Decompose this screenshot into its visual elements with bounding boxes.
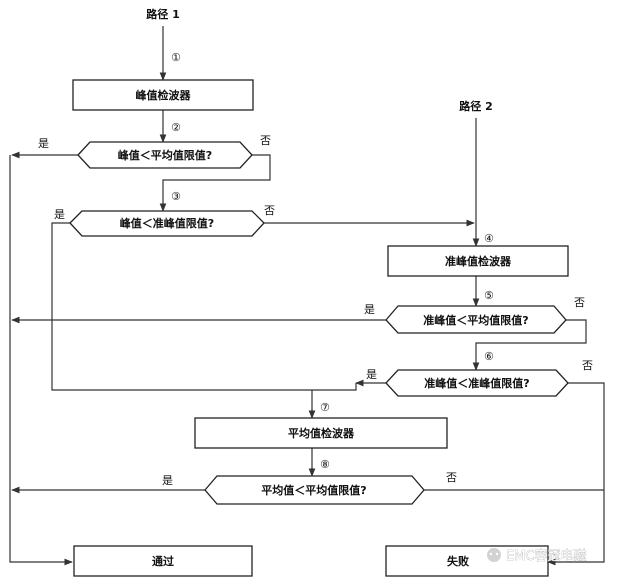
flow-line xyxy=(9,155,73,566)
path-1-label: 路径 1 xyxy=(146,7,179,21)
decision-label: 准峰值＜准峰值限值? xyxy=(424,376,529,390)
qp-detector-label: 准峰值检波器 xyxy=(445,254,512,268)
step-number: ⑤ xyxy=(484,289,494,302)
decision-label: 峰值＜平均值限值? xyxy=(118,148,212,162)
step-marker: ⑥ xyxy=(484,350,494,363)
decision-qp-vs-qp: 准峰值＜准峰值限值? xyxy=(385,369,569,397)
step-number: ⑦ xyxy=(320,401,330,414)
pass-label: 通过 xyxy=(152,554,174,568)
flow-line xyxy=(568,382,605,488)
path-2-label: 路径 2 xyxy=(459,99,492,113)
peak-detector-label: 峰值检波器 xyxy=(136,88,192,102)
flow-line xyxy=(312,383,357,391)
flow-line xyxy=(547,488,605,566)
decision-peak-vs-qp: 峰值＜准峰值限值? xyxy=(69,210,265,237)
wechat-logo-icon xyxy=(487,548,501,562)
no-label: 否 xyxy=(582,359,593,372)
step-marker: ② xyxy=(171,121,181,134)
yes-label: 是 xyxy=(364,303,375,316)
step-marker: ⑧ xyxy=(320,458,330,471)
yes-label: 是 xyxy=(38,137,49,150)
no-label: 否 xyxy=(260,134,271,147)
yes-label: 是 xyxy=(162,474,173,487)
fail-label: 失败 xyxy=(447,554,469,568)
step-marker: ⑦ xyxy=(320,401,330,414)
watermark: EMC容冠电磁 xyxy=(487,548,587,564)
decision-label: 峰值＜准峰值限值? xyxy=(120,216,214,230)
decision-qp-vs-avg: 准峰值＜平均值限值? xyxy=(385,305,567,334)
step-number: ⑥ xyxy=(484,350,494,363)
watermark-text: EMC容冠电磁 xyxy=(506,548,587,564)
step-marker: ① xyxy=(171,51,181,64)
step-number: ③ xyxy=(171,190,181,203)
fail-box: 失败 xyxy=(385,545,549,577)
no-label: 否 xyxy=(446,471,457,484)
step-number: ② xyxy=(171,121,181,134)
flow-line xyxy=(51,222,312,391)
decision-avg-vs-avg: 平均值＜平均值限值? xyxy=(204,475,425,505)
step-marker: ③ xyxy=(171,190,181,203)
no-label: 否 xyxy=(574,296,585,309)
flow-line xyxy=(472,319,587,371)
step-marker: ⑤ xyxy=(484,289,494,302)
step-marker: ④ xyxy=(484,232,494,245)
avg-detector-box: 平均值检波器 xyxy=(194,417,448,449)
step-number: ⑧ xyxy=(320,458,330,471)
yes-label: 是 xyxy=(366,368,377,381)
flow-line xyxy=(159,154,271,212)
avg-detector-label: 平均值检波器 xyxy=(288,426,355,440)
no-label: 否 xyxy=(264,204,275,217)
step-number: ① xyxy=(171,51,181,64)
peak-detector-box: 峰值检波器 xyxy=(72,79,254,111)
decision-label: 准峰值＜平均值限值? xyxy=(423,313,528,327)
decision-label: 平均值＜平均值限值? xyxy=(261,483,366,497)
qp-detector-box: 准峰值检波器 xyxy=(387,245,569,277)
yes-label: 是 xyxy=(54,208,65,221)
step-number: ④ xyxy=(484,232,494,245)
decision-peak-vs-avg: 峰值＜平均值限值? xyxy=(77,141,253,169)
pass-box: 通过 xyxy=(73,545,253,577)
